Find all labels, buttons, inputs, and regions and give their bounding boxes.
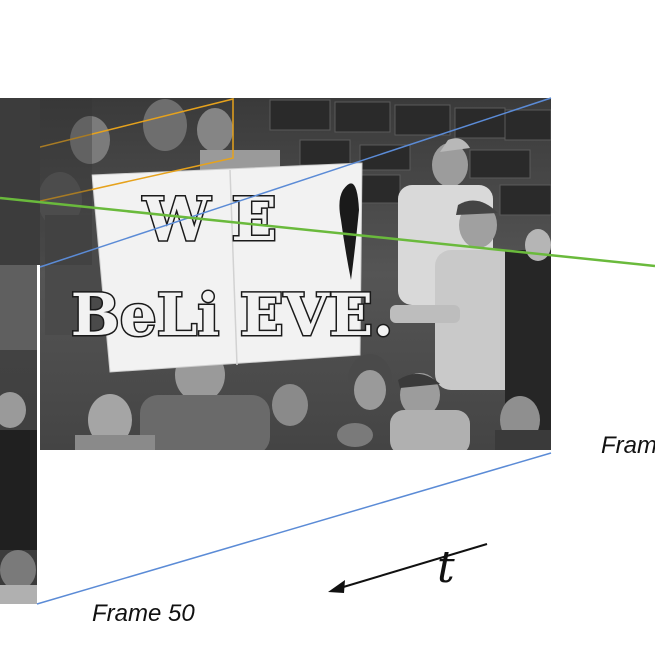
frame-gap [37,265,40,604]
time-symbol: t [437,542,455,593]
frame-front-label: Fram [601,432,655,459]
frustum-line-bottom [36,452,552,605]
frame-50-label: Frame 50 [92,600,195,627]
orange-patch-box [0,98,234,211]
frame-50-top [0,98,40,265]
stadium-seats [269,99,551,216]
sign-text-line2: BeLi EVE. [71,281,394,349]
frustum-line-top [39,97,552,268]
front-frame-image: W E BeLi EVE. [40,98,551,450]
arrow-left-icon [328,543,488,593]
believe-sign: W E BeLi EVE. [69,162,395,373]
frame-overlap [40,98,92,265]
trajectory-line [0,196,655,268]
